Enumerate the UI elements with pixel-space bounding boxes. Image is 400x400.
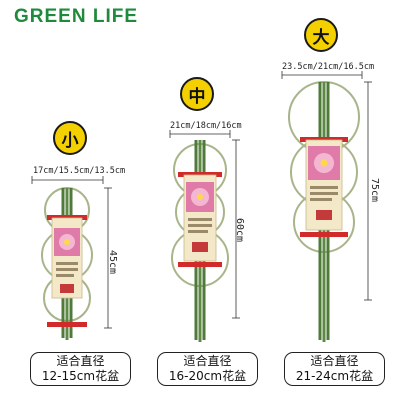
- brand-logo: GREEN LIFE: [14, 6, 139, 27]
- size-badge-small: 小: [53, 121, 87, 155]
- plant-support-small: [31, 176, 112, 340]
- fit-label-medium-line2: 16-20cm花盆: [168, 369, 247, 383]
- fit-label-small-line2: 12-15cm花盆: [41, 369, 120, 383]
- dimensions-large: 23.5cm/21cm/16.5cm: [282, 62, 375, 72]
- fit-label-medium-line1: 适合直径: [183, 354, 232, 368]
- dimensions-medium: 21cm/18cm/16cm: [170, 121, 242, 131]
- plant-support-medium: [169, 130, 240, 342]
- fit-label-medium: 适合直径 16-20cm花盆: [157, 352, 258, 386]
- fit-label-large-line2: 21-24cm花盆: [295, 369, 374, 383]
- plant-support-large: [281, 71, 372, 342]
- fit-label-small: 适合直径 12-15cm花盆: [30, 352, 131, 386]
- fit-label-large: 适合直径 21-24cm花盆: [284, 352, 385, 386]
- fit-label-small-line1: 适合直径: [56, 354, 105, 368]
- size-badge-medium: 中: [180, 77, 214, 111]
- dimensions-small: 17cm/15.5cm/13.5cm: [33, 166, 126, 176]
- fit-label-large-line1: 适合直径: [310, 354, 359, 368]
- size-badge-large: 大: [304, 18, 338, 52]
